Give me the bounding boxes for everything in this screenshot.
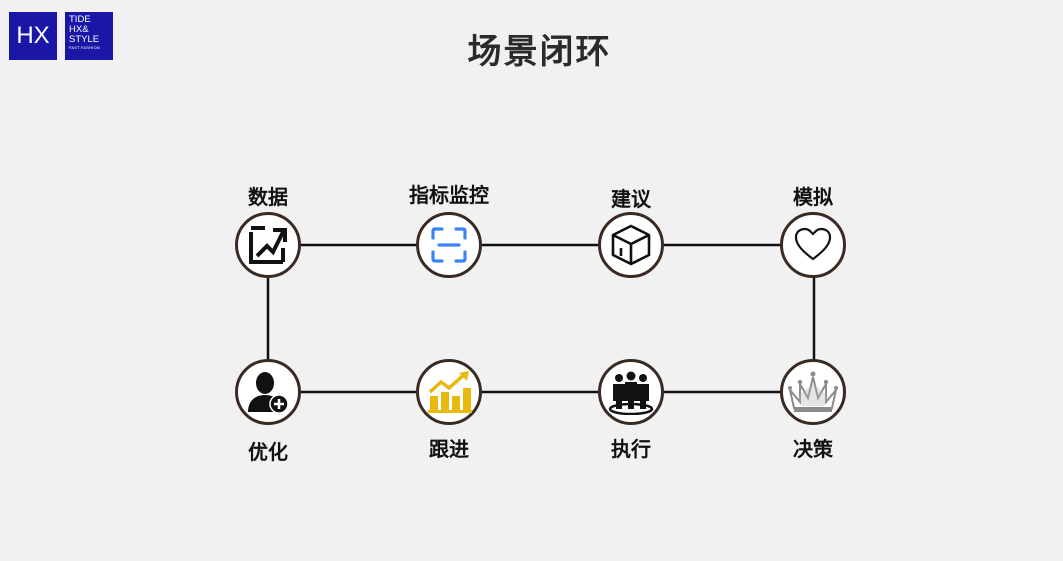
scan-icon [431,227,467,263]
node-monitor[interactable] [416,212,482,278]
logo-tagline: FAST FASHION [69,45,100,50]
node-suggestion[interactable] [598,212,664,278]
node-decision[interactable] [780,359,846,425]
label-suggestion: 建议 [611,187,651,211]
logo-line-3: STYLE [69,34,100,45]
heart-icon [794,227,832,261]
growth-bars-icon [428,371,472,413]
label-follow-up: 跟进 [429,437,469,461]
page-title: 场景闭环 [467,32,612,72]
label-monitor: 指标监控 [409,183,489,207]
crown-icon [788,371,838,412]
logo-line-2: HX& [69,24,89,35]
logo-line-1: TIDE [69,14,91,25]
team-icon [608,371,654,415]
node-execute[interactable] [598,359,664,425]
label-optimize: 优化 [248,440,288,464]
logo-hx: HX [9,12,57,60]
chart-trend-icon [249,226,287,264]
label-data: 数据 [248,185,288,209]
node-follow-up[interactable] [416,359,482,425]
logo-tide: TIDE HX& STYLE FAST FASHION [65,12,113,60]
node-optimize[interactable] [235,359,301,425]
cube-icon [611,224,651,266]
label-simulation: 模拟 [793,185,833,209]
user-add-icon [248,372,289,414]
label-execute: 执行 [611,437,651,461]
node-simulation[interactable] [780,212,846,278]
node-data[interactable] [235,212,301,278]
label-decision: 决策 [793,437,833,461]
logo-mark: HX [16,22,50,49]
